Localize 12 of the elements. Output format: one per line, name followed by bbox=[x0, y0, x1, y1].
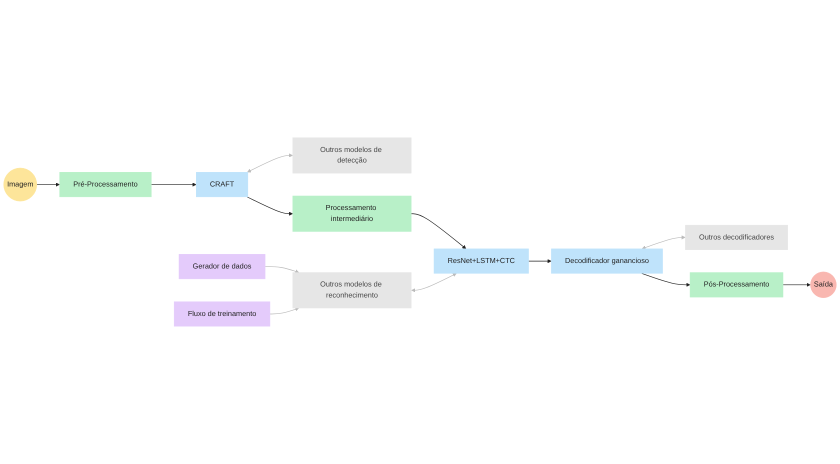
arrow bbox=[247, 153, 293, 172]
arrow bbox=[642, 235, 686, 250]
arrow bbox=[641, 273, 690, 287]
arrow bbox=[246, 196, 293, 216]
arrow bbox=[151, 182, 196, 187]
arrow bbox=[264, 266, 300, 274]
arrow bbox=[410, 213, 466, 250]
arrow bbox=[782, 282, 811, 287]
arrow bbox=[270, 307, 300, 314]
arrow bbox=[411, 273, 457, 292]
arrow bbox=[528, 259, 552, 264]
arrow bbox=[36, 182, 60, 187]
